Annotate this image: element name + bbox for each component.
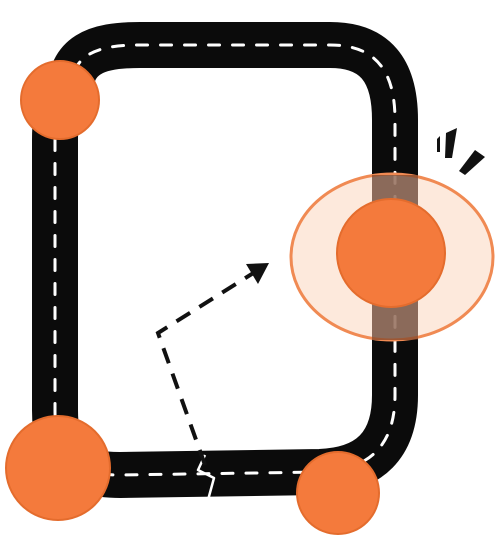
map-node-icon [5, 60, 446, 535]
node-right-highlighted [336, 198, 446, 308]
dashed-route-line [155, 270, 257, 466]
route-loop-icon [32, 22, 418, 513]
road-crack [196, 454, 223, 513]
dashed-route-arrowhead [246, 263, 269, 284]
alert-ray-2 [459, 150, 485, 175]
node-top-left [20, 60, 100, 140]
node-bottom-right [296, 451, 380, 535]
dashed-route-arrow-icon [155, 263, 269, 466]
alert-ray-3 [437, 136, 440, 152]
alert-ray-1 [445, 128, 457, 158]
node-bottom-left [5, 415, 111, 521]
alert-rays-icon [437, 128, 485, 175]
lane-markings [53, 43, 397, 477]
